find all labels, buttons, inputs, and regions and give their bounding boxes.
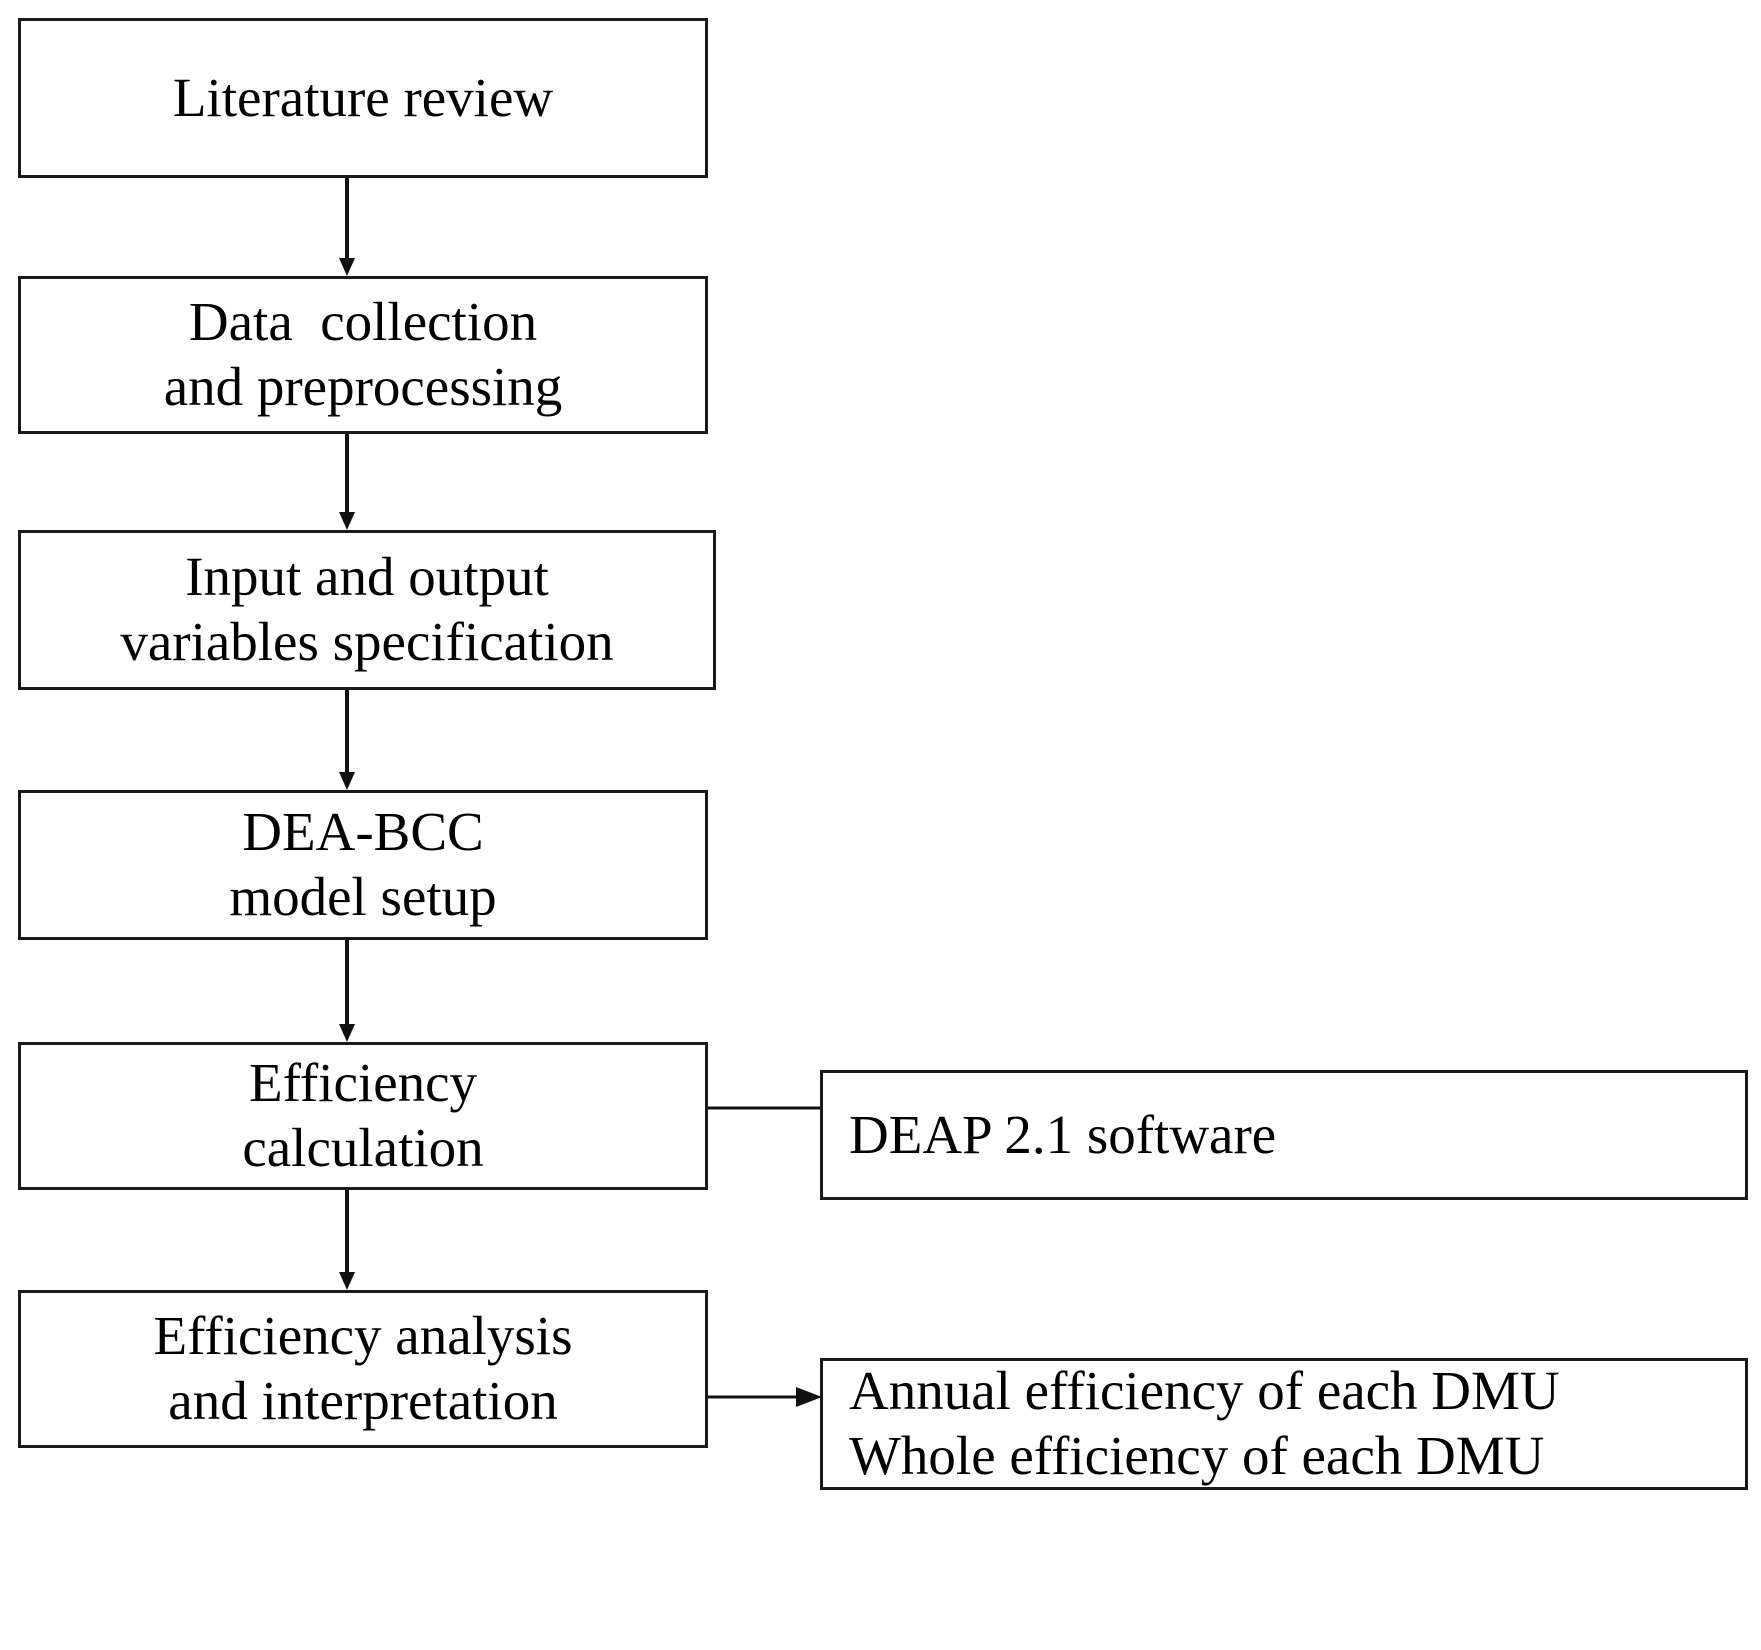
node-efficiency-calculation-line-2: calculation xyxy=(242,1117,484,1178)
edge-variable-spec-to-model-setup xyxy=(339,690,355,790)
node-data-collection-line-2: and preprocessing xyxy=(163,356,563,417)
node-efficiency-analysis-line-1: Efficiency analysis xyxy=(153,1305,573,1367)
node-dea-bcc-model-setup-line-1: DEA-BCC xyxy=(242,801,484,863)
node-efficiency-calculation-line-1: Efficiency xyxy=(248,1052,478,1114)
node-literature-review[interactable]: Literature review xyxy=(18,18,708,178)
node-literature-review-line-1: Literature review xyxy=(172,66,554,128)
edge-model-setup-to-efficiency-calc xyxy=(339,940,355,1042)
node-dmu-results-line-2: Whole efficiency of each DMU xyxy=(849,1425,1545,1486)
node-deap-software[interactable]: DEAP 2.1 software xyxy=(820,1070,1748,1200)
node-variable-specification-line-1: Input and output xyxy=(185,546,549,608)
node-efficiency-analysis-and-interpretation[interactable]: Efficiency analysis and interpretation xyxy=(18,1290,708,1448)
node-data-collection-line-1: Data collection xyxy=(188,291,538,353)
node-dmu-results[interactable]: Annual efficiency of each DMU Whole effi… xyxy=(820,1358,1748,1490)
node-data-collection[interactable]: Data collection and preprocessing xyxy=(18,276,708,434)
node-dea-bcc-model-setup[interactable]: DEA-BCC model setup xyxy=(18,790,708,940)
edge-literature-review-to-data-collection xyxy=(339,178,355,276)
node-dmu-results-line-1: Annual efficiency of each DMU xyxy=(849,1360,1560,1422)
edge-data-collection-to-variable-spec xyxy=(339,434,355,530)
node-efficiency-calculation[interactable]: Efficiency calculation xyxy=(18,1042,708,1190)
node-variable-specification-line-2: variables specification xyxy=(120,611,614,672)
node-dea-bcc-model-setup-line-2: model setup xyxy=(229,866,497,927)
node-variable-specification[interactable]: Input and output variables specification xyxy=(18,530,716,690)
edge-efficiency-calc-to-efficiency-analysis xyxy=(339,1190,355,1290)
node-efficiency-analysis-line-2: and interpretation xyxy=(168,1370,558,1431)
node-deap-software-line-1: DEAP 2.1 software xyxy=(849,1103,1277,1165)
